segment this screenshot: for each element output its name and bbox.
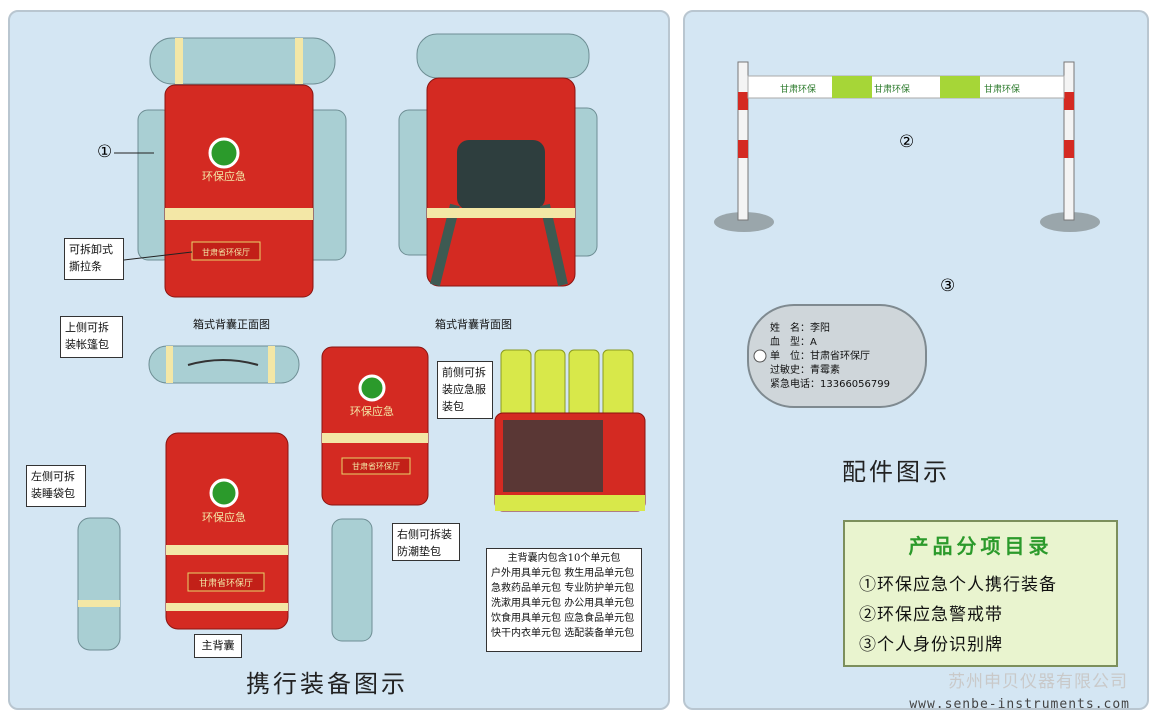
catalog-item-1: ①环保应急个人携行装备 xyxy=(859,575,1057,595)
moisture-pad-bag xyxy=(331,518,373,642)
badge-text-front: 环保应急 xyxy=(202,169,246,183)
carry-equipment-title: 携行装备图示 xyxy=(246,670,408,698)
sleeping-bag xyxy=(77,517,121,651)
website-url: www.senbe-instruments.com xyxy=(909,697,1130,712)
callout-right-moisture-pad: 右侧可拆装 防潮垫包 xyxy=(392,523,460,561)
caption-front-view: 箱式背囊正面图 xyxy=(193,318,270,331)
badge-text-main: 环保应急 xyxy=(202,510,246,524)
strip-text-main: 甘肃省环保厅 xyxy=(199,577,253,589)
tape-text-3: 甘肃环保 xyxy=(984,83,1020,95)
backpack-back-view xyxy=(398,33,598,287)
marker-2: ② xyxy=(899,132,915,152)
strip-text-front: 甘肃省环保厅 xyxy=(202,247,250,257)
tape-text-1: 甘肃环保 xyxy=(780,83,816,95)
accessories-title: 配件图示 xyxy=(842,458,950,486)
id-tag-plate xyxy=(747,304,927,408)
caption-main-bag: 主背囊 xyxy=(194,634,242,658)
badge-text-clothes: 环保应急 xyxy=(350,404,394,418)
open-main-bag-units xyxy=(494,349,646,512)
company-watermark: 苏州申贝仪器有限公司 xyxy=(948,672,1128,692)
inner-units-list: 主背囊内包含10个单元包 户外用具单元包 救生用品单元包 急救药品单元包 专业防… xyxy=(486,548,642,652)
catalog-title: 产品分项目录 xyxy=(908,534,1053,558)
backpack-front-view: 环保应急 甘肃省环保厅 xyxy=(137,37,347,298)
strip-text-clothes: 甘肃省环保厅 xyxy=(352,461,400,471)
marker-3: ③ xyxy=(940,276,956,296)
warning-barrier-tape: 甘肃环保 甘肃环保 甘肃环保 xyxy=(714,61,1100,232)
callout-top-tent-bag: 上侧可拆 装帐篷包 xyxy=(60,316,123,358)
main-backpack: 环保应急 甘肃省环保厅 xyxy=(165,432,289,630)
marker-1: ① xyxy=(97,142,113,162)
catalog-item-2: ②环保应急警戒带 xyxy=(859,605,1003,625)
tag-unit: 单 位：甘肃省环保厅 xyxy=(770,351,870,362)
product-catalog-box: 产品分项目录 ①环保应急个人携行装备 ②环保应急警戒带 ③个人身份识别牌 xyxy=(843,520,1118,667)
tag-blood-type: 血 型：A xyxy=(770,337,817,348)
callout-front-clothes-bag: 前侧可拆 装应急服 装包 xyxy=(437,361,493,419)
tag-emergency-phone: 紧急电话：13366056799 xyxy=(770,379,890,390)
tag-name: 姓 名：李阳 xyxy=(770,323,830,334)
catalog-item-3: ③个人身份识别牌 xyxy=(859,635,1003,655)
caption-back-view: 箱式背囊背面图 xyxy=(435,318,512,331)
leader-line-strip xyxy=(124,251,193,261)
tent-bag-roll xyxy=(148,345,300,384)
callout-left-sleeping-bag: 左侧可拆 装睡袋包 xyxy=(26,465,86,507)
callout-detachable-strip: 可拆卸式 撕拉条 xyxy=(64,238,124,280)
tape-text-2: 甘肃环保 xyxy=(874,83,910,95)
leader-line-1 xyxy=(114,152,154,154)
inner-units-header: 主背囊内包含10个单元包 xyxy=(507,553,621,564)
front-clothes-bag: 环保应急 甘肃省环保厅 xyxy=(321,346,429,506)
tag-allergy: 过敏史：青霉素 xyxy=(770,365,840,376)
